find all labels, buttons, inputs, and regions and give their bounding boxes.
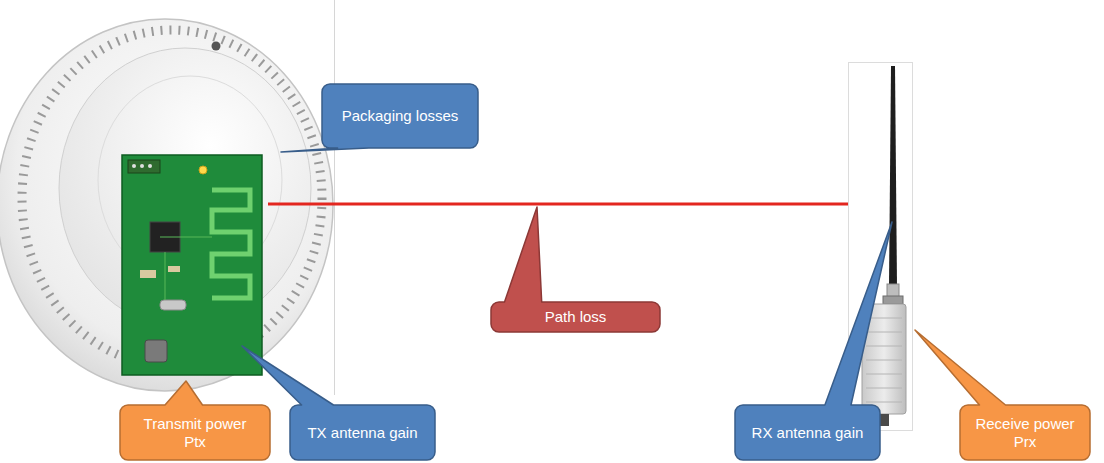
callout-text: Receive power Prx: [972, 415, 1078, 451]
arrow-shaft: [268, 203, 872, 206]
antenna-rod: [889, 66, 897, 286]
callout-box: Transmit power Ptx: [120, 405, 270, 460]
callout-box: RX antenna gain: [735, 405, 880, 460]
enclosure-rib: [866, 388, 902, 389]
callout-text: Packaging losses: [342, 107, 459, 125]
callout-outline: [281, 84, 478, 152]
pcb-antenna-trace: [212, 190, 250, 298]
callout-outline: [120, 381, 270, 460]
callout-text: Transmit power Ptx: [139, 415, 251, 451]
enclosure-rib: [866, 346, 902, 347]
callout-box: Packaging losses: [322, 84, 478, 148]
callout-outline: [915, 330, 1090, 460]
connector-part: [145, 340, 167, 362]
callout-text: TX antenna gain: [307, 424, 417, 442]
callout-text: RX antenna gain: [752, 424, 864, 442]
terminal-block: [128, 160, 160, 173]
status-led: [199, 166, 207, 174]
antenna-nut: [883, 296, 903, 304]
smoke-detector-photo: [0, 0, 335, 395]
pcb-trace: [165, 252, 166, 300]
smd-part: [168, 266, 180, 272]
propagation-arrow: [268, 197, 887, 211]
crystal: [160, 300, 186, 310]
terminal-pin: [140, 164, 144, 168]
callout-box: Path loss: [491, 302, 660, 332]
callout-text: Path loss: [545, 308, 607, 326]
detector-led-hole: [212, 42, 221, 51]
callout-outline: [491, 207, 660, 332]
enclosure-rib: [866, 360, 902, 361]
terminal-pin: [132, 164, 136, 168]
smd-part: [140, 270, 156, 278]
enclosure-rib: [866, 318, 902, 319]
enclosure-rib: [866, 374, 902, 375]
callout-outline: [242, 346, 435, 460]
enclosure-rib: [866, 332, 902, 333]
pcb-trace: [160, 237, 212, 238]
pcb-board: [122, 155, 262, 375]
callout-box: Receive power Prx: [960, 405, 1090, 460]
callout-outline: [735, 222, 892, 460]
enclosure-rib: [866, 402, 902, 403]
photo-edge: [334, 0, 335, 395]
callout-box: TX antenna gain: [290, 405, 435, 460]
terminal-pin: [148, 164, 152, 168]
pcb-substrate: [122, 155, 262, 375]
